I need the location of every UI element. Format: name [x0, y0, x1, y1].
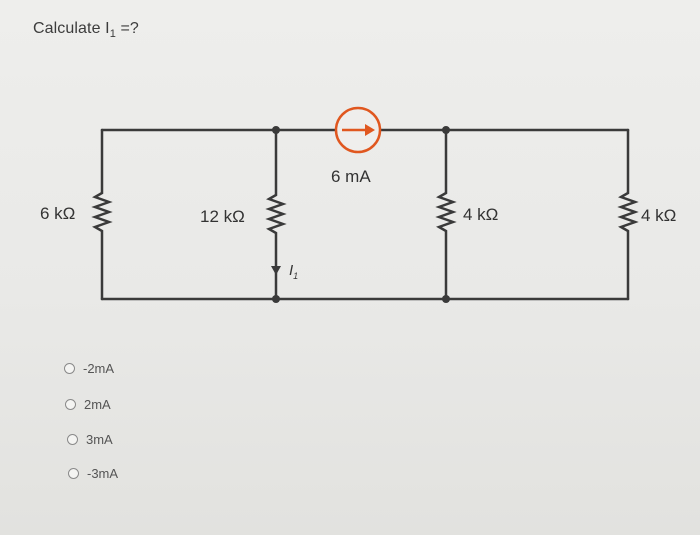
current-source	[334, 106, 382, 154]
question-title: Calculate I1 =?	[33, 20, 139, 40]
branch-12k	[265, 128, 287, 301]
current-arrow	[271, 266, 281, 275]
r1-label: 6 kΩ	[40, 204, 75, 223]
option-4[interactable]: -3mA	[68, 466, 118, 481]
option-label: -2mA	[83, 361, 115, 376]
radio-button[interactable]	[64, 363, 75, 374]
junction-dots	[272, 126, 450, 303]
branch-6k	[91, 128, 113, 301]
branch-4k-1	[435, 128, 457, 301]
radio-button[interactable]	[65, 399, 76, 410]
source-label: 6 mA	[331, 167, 371, 186]
option-label: -3mA	[87, 466, 119, 481]
radio-button[interactable]	[68, 468, 79, 479]
option-label: 2mA	[84, 397, 111, 412]
current-label: I1	[289, 262, 298, 281]
question-subscript: 1	[109, 28, 116, 41]
question-suffix: =?	[115, 20, 139, 37]
branch-4k-2	[617, 128, 639, 301]
r3-label: 4 kΩ	[463, 205, 498, 224]
option-1[interactable]: -2mA	[64, 361, 114, 376]
option-3[interactable]: 3mA	[67, 432, 113, 447]
option-label: 3mA	[86, 432, 113, 447]
r2-label: 12 kΩ	[200, 207, 245, 226]
r4-label: 4 kΩ	[641, 206, 676, 225]
option-2[interactable]: 2mA	[65, 397, 111, 412]
radio-button[interactable]	[67, 434, 78, 445]
question-text: Calculate I	[33, 20, 110, 37]
